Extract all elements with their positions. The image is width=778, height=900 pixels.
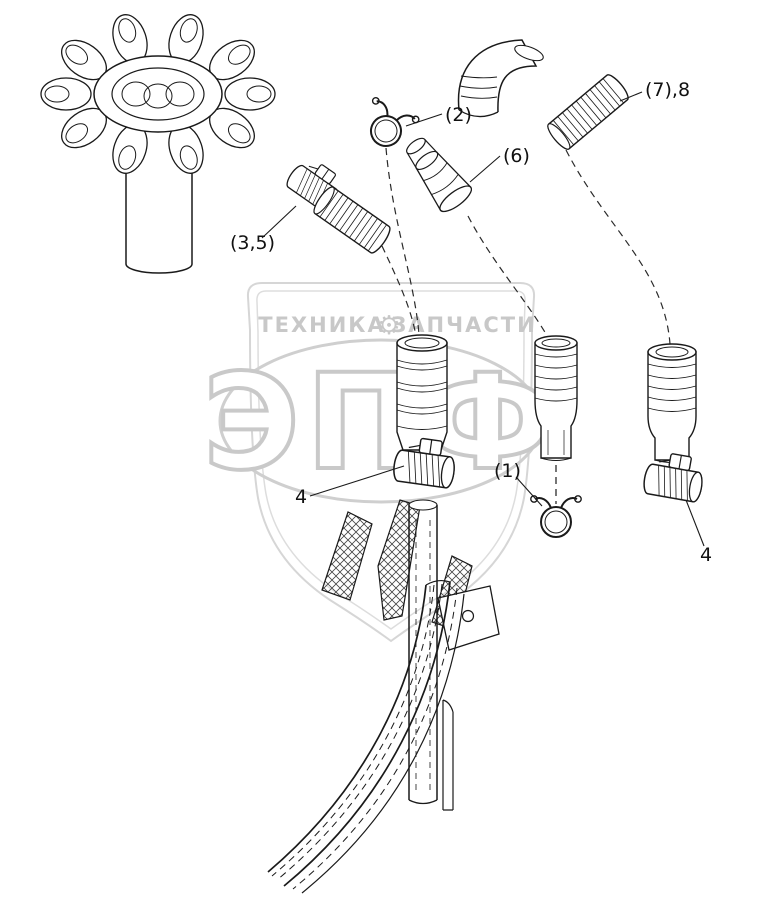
coulter-assembly [267,499,500,894]
part-label-7-8: (7),8 [645,79,690,101]
leader-lines [261,91,705,547]
smooth-hose-center-right [534,335,578,504]
part-label-2: (2) [445,104,472,126]
part-label-4-right: 4 [700,544,712,566]
distributor-tower [125,148,193,274]
corrugated-hose-left [313,186,391,254]
barbed-fitting-center [396,334,448,455]
part-label-3-5: (3,5) [230,232,275,254]
assembly-dashed-lines [381,147,671,345]
gear-icon: ⚙ [377,311,400,341]
elbow-hose [457,39,544,118]
cone-fitting-6 [406,137,473,213]
distributor-head [40,14,276,174]
watermark-brand-left: ТЕХНИКА [258,313,385,337]
hose-right [647,343,697,464]
watermark-shield: ТЕХНИКА ⚙ ЗАПЧАСТИ [246,282,536,643]
hose-clamp-4-right [641,448,708,504]
part-label-6: (6) [503,145,530,167]
part-label-1: (1) [494,460,521,482]
corrugated-hose-7-8 [547,74,629,150]
part-label-4-center: 4 [295,486,307,508]
watermark-brand-right: ЗАПЧАСТИ [391,313,536,337]
